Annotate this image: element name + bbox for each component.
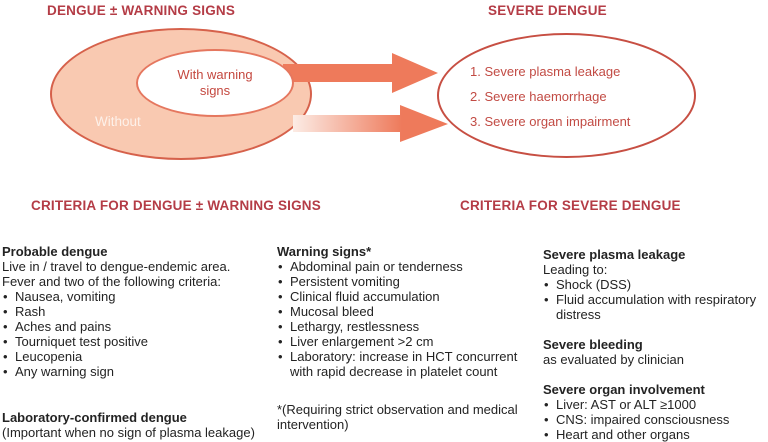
list-item: Tourniquet test positive [2,334,274,349]
severe-bleeding-title: Severe bleeding [543,337,643,352]
list-item: CNS: impaired consciousness [543,412,768,427]
warning-signs-footnote: *(Requiring strict observation and medic… [277,402,518,432]
list-item: Clinical fluid accumulation [277,289,535,304]
gradient-arrow-icon [293,105,448,142]
probable-dengue-criteria: Nausea, vomiting Rash Aches and pains To… [2,289,274,379]
list-item: Abdominal pain or tenderness [277,259,535,274]
list-item: 1. Severe plasma leakage [470,64,621,79]
list-item: Nausea, vomiting [2,289,274,304]
severe-plasma-title: Severe plasma leakage [543,247,686,262]
with-warning-signs-ellipse: With warning signs [136,49,294,117]
severe-plasma-intro: Leading to: [543,262,608,277]
list-item: Aches and pains [2,319,274,334]
progression-arrows [283,53,448,142]
list-item: 2. Severe haemorrhage [470,89,607,104]
warning-signs-list: Abdominal pain or tenderness Persistent … [277,259,535,379]
severe-dengue-ellipse: 1. Severe plasma leakage 2. Severe haemo… [437,33,696,158]
warning-signs-column: Warning signs* Abdominal pain or tendern… [277,244,549,432]
without-label: Without [95,114,141,129]
list-item: Rash [2,304,274,319]
probable-dengue-title: Probable dengue [2,244,108,259]
severe-organ-list: Liver: AST or ALT ≥1000 CNS: impaired co… [543,397,768,442]
list-item: Liver enlargement >2 cm [277,334,535,349]
criteria-dengue-header: CRITERIA FOR DENGUE ± WARNING SIGNS [31,198,321,213]
list-item: Any warning sign [2,364,274,379]
lab-confirmed-note: (Important when no sign of plasma leakag… [2,425,255,440]
list-item: Shock (DSS) [543,277,768,292]
list-item: Mucosal bleed [277,304,535,319]
severe-organ-title: Severe organ involvement [543,382,705,397]
title-dengue-warning-signs: DENGUE ± WARNING SIGNS [47,3,236,18]
criteria-severe-header: CRITERIA FOR SEVERE DENGUE [460,198,681,213]
list-item: Persistent vomiting [277,274,535,289]
severe-bleeding-note: as evaluated by clinician [543,352,684,367]
list-item: 3. Severe organ impairment [470,114,631,129]
list-item: Heart and other organs [543,427,768,442]
warning-signs-title: Warning signs* [277,244,372,259]
lab-confirmed-title: Laboratory-confirmed dengue [2,410,187,425]
list-item: Laboratory: increase in HCT concurrent w… [277,349,535,379]
title-severe-dengue: SEVERE DENGUE [488,3,607,18]
probable-intro-2: Fever and two of the following criteria: [2,274,221,289]
list-item: Liver: AST or ALT ≥1000 [543,397,768,412]
probable-dengue-column: Probable dengue Live in / travel to deng… [2,244,274,440]
severe-plasma-list: Shock (DSS) Fluid accumulation with resp… [543,277,768,322]
list-item: Lethargy, restlessness [277,319,535,334]
solid-arrow-icon [283,53,438,93]
with-warning-signs-label: With warning signs [177,67,253,98]
severe-dengue-list: 1. Severe plasma leakage 2. Severe haemo… [470,59,630,134]
list-item: Fluid accumulation with respiratory dist… [543,292,768,322]
list-item: Leucopenia [2,349,274,364]
probable-intro-1: Live in / travel to dengue-endemic area. [2,259,231,274]
severe-criteria-column: Severe plasma leakage Leading to: Shock … [543,247,768,442]
